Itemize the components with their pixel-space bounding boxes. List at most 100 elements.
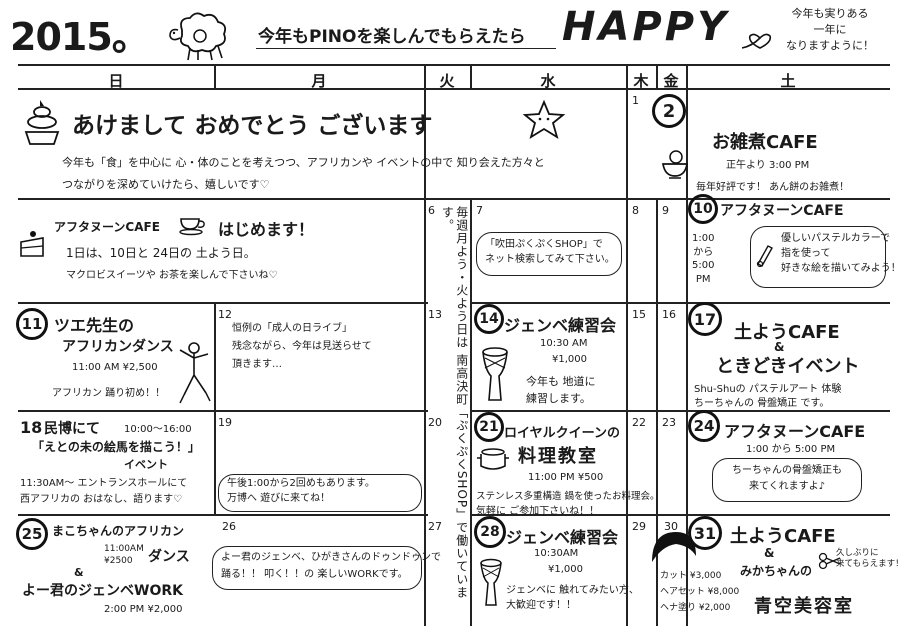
jan11-time: 11:00 AM ¥2,500 [72, 362, 158, 373]
day-25-circle: 25 [16, 518, 48, 550]
jan25-dance: ダンス [148, 549, 190, 565]
cake-icon [20, 231, 44, 257]
jan11-title1: ツエ先生の [54, 316, 135, 335]
grid-col-mon-tue-b [424, 198, 426, 626]
day-28: 28 [480, 524, 500, 540]
grid-col-tue-wed-b [470, 198, 472, 626]
day-20: 20 [428, 416, 442, 429]
jan17-amp: & [774, 340, 785, 354]
jan24-title: アフタヌーンCAFE [724, 422, 866, 441]
grid-row3 [18, 410, 428, 412]
grid-col-mon-tue [424, 64, 426, 198]
jan25-time1: 11:00AM [104, 544, 144, 554]
jan31-price-set: ヘアセット ¥8,000 [660, 587, 740, 597]
jan7-bubble: 「吹田ぷくぷくSHOP」で ネット検索してみて下さい。 [476, 232, 622, 276]
day-24-circle: 24 [688, 410, 720, 442]
jan21-line1: ステンレス多重構造 鍋を使ったお料理会。 [476, 491, 660, 502]
grid-col-tue-wed [470, 64, 472, 90]
grid-row3b [470, 410, 890, 412]
jan21-line2: 気軽に ご参加下さいね！！ [476, 506, 600, 517]
jan28-title: ジェンベ練習会 [506, 528, 619, 547]
jan24-bubble: ちーちゃんの骨盤矯正も 来てくれますよ♪ [712, 458, 862, 502]
greeting-line1: 今年も「食」を中心に 心・体のことを考えつつ、アフリカンや イベントの中で 知り… [62, 156, 545, 169]
jan18-bubble: 午後1:00から2回めもあります。 万博へ 遊びに来てね！ [218, 474, 422, 512]
jan2-title: お雑煮CAFE [712, 132, 818, 153]
jan17-note2: ちーちゃんの 骨盤矯正 です。 [694, 398, 830, 409]
jan10-bubble: 優しいパステルカラーで 指を使って 好きな絵を描いてみよう！ [750, 226, 900, 288]
jan10-title: アフタヌーンCAFE [720, 203, 844, 219]
day-23: 23 [662, 416, 676, 429]
jan26-bubble: よー君のジェンベ、ひがきさんのドゥンドゥンで 踊る！！ 叩く！！の 楽しいWOR… [212, 546, 441, 590]
jan17-subtitle: ときどきイベント [716, 356, 860, 377]
happy-title: HAPPY [562, 4, 730, 50]
afternoon-intro-start: はじめます！ [218, 220, 315, 239]
pot-icon [477, 448, 509, 470]
header-wish: 今年も実りある 一年に なりますように！ [786, 7, 874, 52]
day-26: 26 [222, 520, 236, 533]
grid-row1 [18, 198, 890, 200]
afternoon-intro-line1: 1日は、10日と 24日の 土よう日。 [66, 246, 256, 260]
jan25-title1: まこちゃんのアフリカン [52, 524, 185, 538]
sheep-icon [169, 12, 227, 61]
day-14: 14 [479, 311, 499, 327]
weekday-sun: 日 [108, 72, 124, 90]
weekday-wed: 水 [540, 72, 556, 90]
jan31-price-cut: カット ¥3,000 [660, 571, 722, 581]
weekday-fri: 金 [663, 72, 679, 90]
grid-col-sun-mon-head [214, 64, 216, 90]
jan17-note1: Shu-Shuの パステルアート 体験 [694, 384, 842, 395]
jan21-time: 11:00 PM ¥500 [528, 472, 604, 483]
jan18-line2: 西アフリカの おはなし、語ります♡ [20, 494, 183, 505]
jan18-line1: 11:30AM〜 エントランスホールにて [20, 478, 188, 489]
greeting-title: あけまして おめでとう ございます [72, 113, 433, 139]
day-22: 22 [632, 416, 646, 429]
day-31: 31 [693, 523, 717, 543]
jan11-title2: アフリカンダンス [62, 339, 174, 355]
header-tagline: 今年もPINOを楽しんでもらえたら [258, 27, 526, 47]
day-31-circle: 31 [688, 516, 722, 550]
day-10: 10 [693, 201, 713, 217]
day-11-circle: 11 [16, 308, 48, 340]
grid-row2b [470, 302, 890, 304]
jan12-note: 恒例の「成人の日ライブ」 残念ながら、今年は見送らせて 頂きます… [232, 323, 372, 370]
jan31-amp: & [764, 546, 775, 560]
day-14-circle: 14 [474, 304, 504, 334]
star-face-icon [522, 100, 566, 139]
day-29: 29 [632, 520, 646, 533]
kagami-mochi-icon [24, 100, 60, 145]
zoni-bowl-icon [661, 150, 689, 179]
header-underline [256, 48, 556, 49]
jan14-price: ¥1,000 [552, 354, 587, 365]
dancer-icon [179, 342, 211, 404]
grid-col-sun-mon [214, 304, 216, 516]
jan28-time: 10:30AM [534, 548, 579, 559]
scissors-icon [818, 552, 841, 570]
day-6: 6 [428, 204, 435, 217]
grid-row4b [470, 514, 890, 516]
afternoon-intro-line2: マクロビスイーツや お茶を楽しんで下さいね♡ [66, 270, 278, 281]
grid-col-thu-fri [656, 64, 658, 90]
grid-top [18, 64, 890, 66]
grid-col-fri-sat [686, 64, 688, 626]
day-16: 16 [662, 308, 676, 321]
grid-row2 [18, 302, 428, 304]
jan14-time: 10:30 AM [540, 338, 588, 349]
day-7: 7 [476, 204, 483, 217]
jan21-title: ロイヤルクイーンの [504, 426, 620, 441]
day-12: 12 [218, 308, 232, 321]
day-11: 11 [21, 315, 43, 333]
day-24: 24 [693, 417, 715, 435]
day-21: 21 [479, 419, 499, 435]
day-1: 1 [632, 94, 639, 107]
jan18-title: 民博にて [44, 421, 100, 437]
day-28-circle: 28 [474, 516, 506, 548]
grid-row4 [18, 514, 428, 516]
jan2-note: 毎年好評です！ あん餅のお雑煮！ [696, 182, 850, 193]
paint-tube-icon [756, 245, 773, 268]
jan31-price-color: ヘナ塗り ¥2,000 [660, 603, 731, 613]
afternoon-intro-title: アフタヌーンCAFE [54, 220, 160, 234]
jan14-note: 今年も 地道に 練習します。 [526, 375, 596, 405]
weekday-thu: 木 [633, 72, 649, 90]
jan31-title: 土ようCAFE [730, 526, 836, 547]
day-10-circle: 10 [688, 194, 718, 224]
